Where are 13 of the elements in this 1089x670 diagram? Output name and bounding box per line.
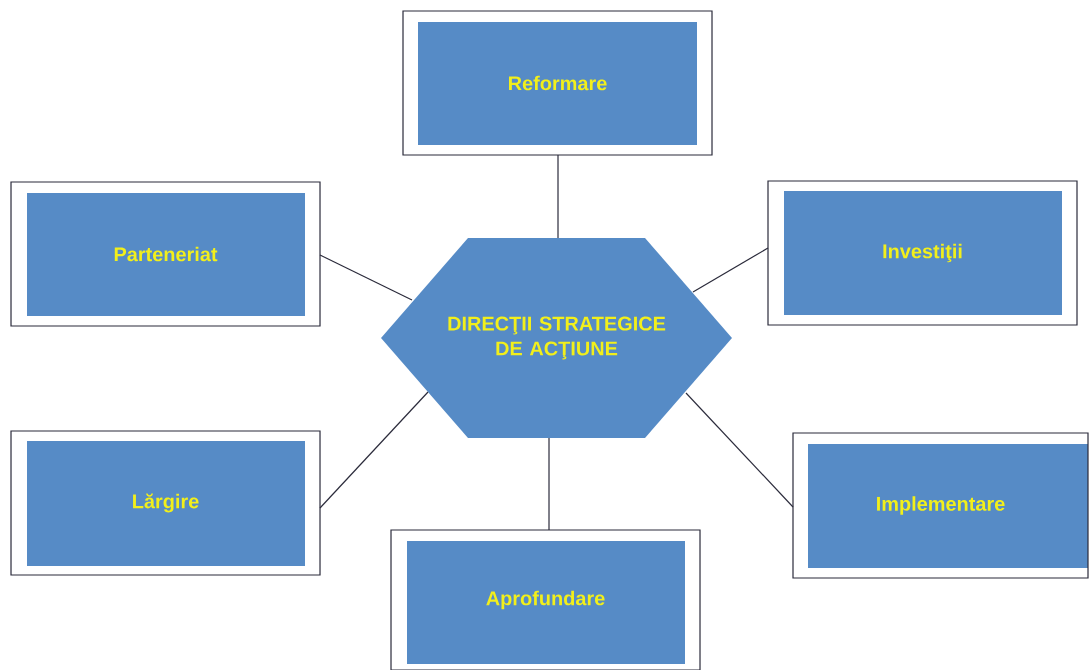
connector-line <box>319 254 413 301</box>
text-box: Parteneriat <box>10 181 321 327</box>
connector-line <box>557 154 559 239</box>
text-box: Implementare <box>792 432 1089 579</box>
connector-line <box>692 247 769 293</box>
connector-line <box>685 392 794 508</box>
text-box: Lărgire <box>10 430 321 576</box>
text-box: Investiţii <box>767 180 1078 326</box>
text-box: Aprofundare <box>390 529 701 670</box>
hexagon: DIRECŢII STRATEGICE DE ACŢIUNE <box>381 238 732 438</box>
text-box: Reformare <box>402 10 713 156</box>
connector-line <box>548 437 550 531</box>
connector-line <box>319 391 429 509</box>
